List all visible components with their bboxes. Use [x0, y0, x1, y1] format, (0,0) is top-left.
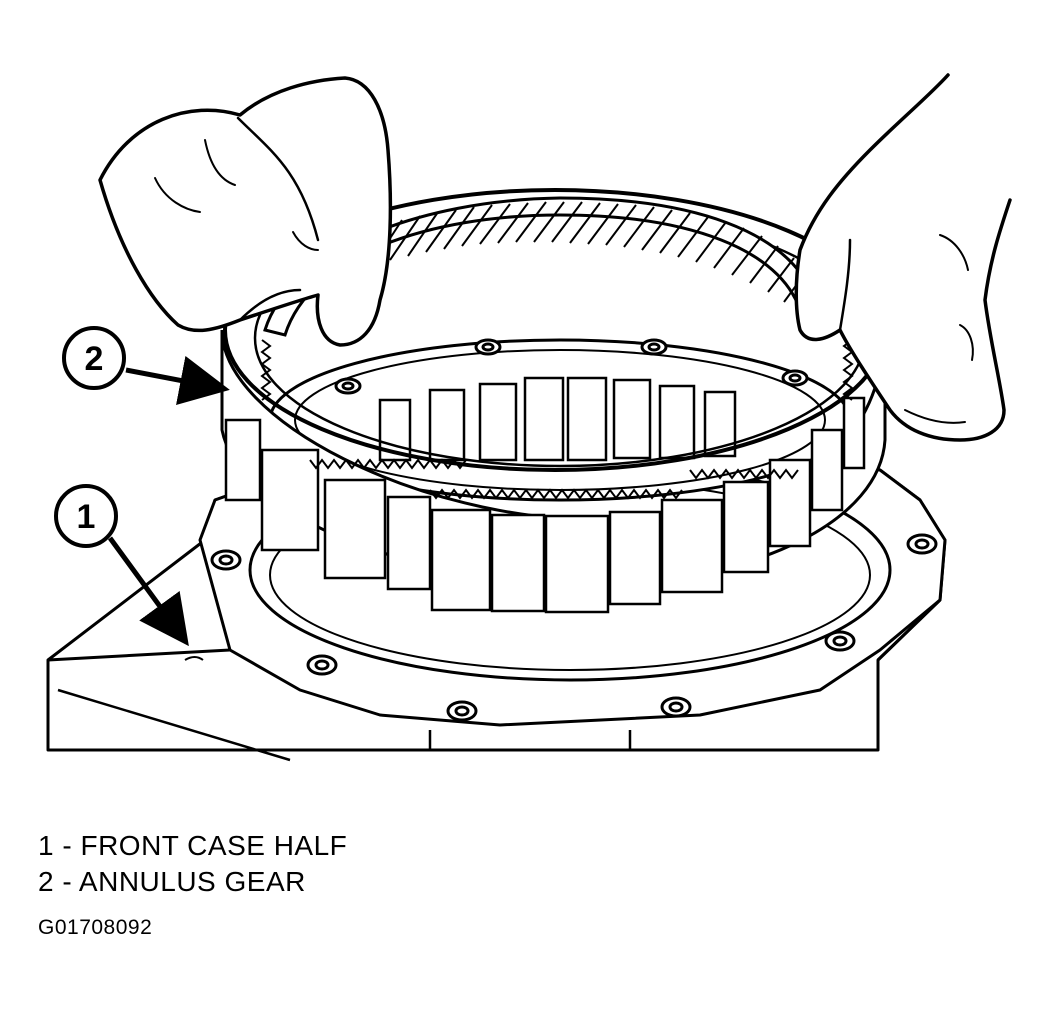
callout-2-arrow [125, 355, 230, 406]
callout-2-number: 2 [85, 340, 104, 378]
hands-drawing [98, 73, 1012, 442]
legend-number: 2 [38, 866, 55, 897]
legend: 1 - FRONT CASE HALF 2 - ANNULUS GEAR [38, 828, 738, 900]
legend-separator: - [62, 866, 73, 897]
legend-item-front-case-half: 1 - FRONT CASE HALF [38, 828, 738, 864]
legend-separator: - [62, 830, 73, 861]
callout-1-number: 1 [77, 498, 96, 536]
callout-2-circle [62, 326, 126, 390]
figure-code: G01708092 [38, 916, 153, 939]
legend-label: ANNULUS GEAR [78, 866, 306, 897]
callout-1: 1 [54, 484, 189, 647]
annulus-gear-installation-illustration: 2 1 [46, 73, 1012, 762]
callout-1-arrow [107, 536, 189, 647]
legend-number: 1 [38, 830, 55, 861]
inner-lug-ring-drawing [268, 338, 852, 502]
legend-label: FRONT CASE HALF [80, 830, 348, 861]
callout-2: 2 [62, 326, 230, 406]
legend-item-annulus-gear: 2 - ANNULUS GEAR [38, 864, 738, 900]
callout-1-circle [54, 484, 118, 548]
